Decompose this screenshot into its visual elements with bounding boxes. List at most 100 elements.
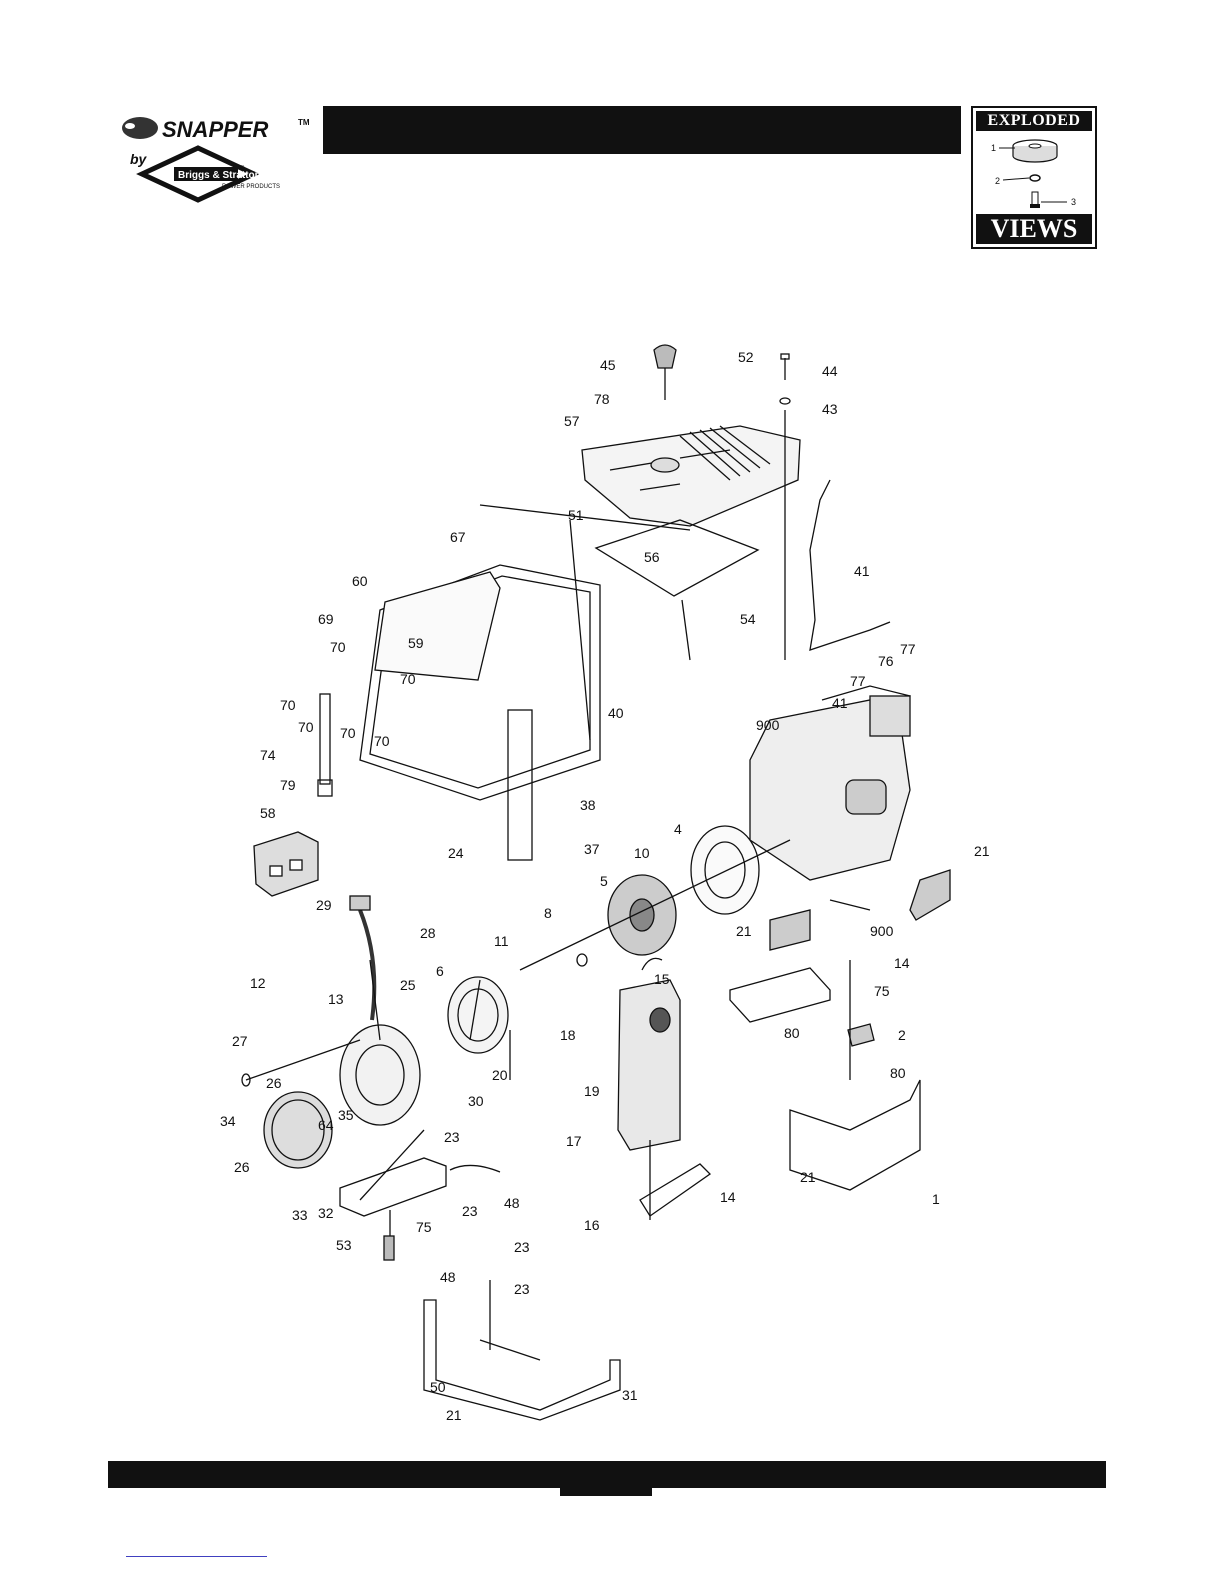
turtle-logo-icon	[122, 117, 158, 139]
stator-part	[447, 976, 509, 1054]
callout-c23a: 23	[444, 1129, 460, 1145]
callout-c8: 8	[544, 905, 552, 921]
callout-c52: 52	[738, 349, 754, 365]
muffler-part	[617, 979, 681, 1151]
fan-part	[690, 825, 760, 915]
callout-c23c: 23	[514, 1239, 530, 1255]
outlet-box-part	[253, 831, 319, 897]
callout-c56: 56	[644, 549, 660, 565]
callout-c4: 4	[674, 821, 682, 837]
frame-leg-left-part	[423, 1299, 621, 1421]
callout-c6: 6	[436, 963, 444, 979]
callout-c69: 69	[318, 611, 334, 627]
fuel-tank-part	[581, 425, 801, 527]
rotor-bolt-part	[519, 839, 791, 971]
callout-c900a: 900	[756, 717, 780, 733]
footer-link-underline[interactable]	[126, 1556, 267, 1557]
fuel-cap-part	[653, 344, 677, 369]
badge-mini-diagram: 1 2 3	[991, 139, 1076, 208]
callout-c2: 2	[898, 1027, 906, 1043]
callout-c70c: 70	[280, 697, 296, 713]
foot-part	[383, 1235, 395, 1261]
callout-c70b: 70	[400, 671, 416, 687]
callout-c45: 45	[600, 357, 616, 373]
badge-bottom-label: VIEWS	[976, 214, 1092, 244]
callout-c79: 79	[280, 777, 296, 793]
logo-graphic: SNAPPER TM by Briggs & Stratton ® POWER …	[122, 117, 310, 203]
callout-c19: 19	[584, 1083, 600, 1099]
maker-mark: ®	[240, 165, 245, 172]
support-plate-part	[507, 709, 533, 861]
engine-mount-part	[769, 909, 811, 951]
callout-c48a: 48	[504, 1195, 520, 1211]
rear-cover-part	[263, 1091, 333, 1169]
callout-c18: 18	[560, 1027, 576, 1043]
badge-callout-2: 2	[995, 176, 1000, 186]
callout-c31: 31	[622, 1387, 638, 1403]
callout-c78: 78	[594, 391, 610, 407]
rear-housing-part	[339, 1024, 421, 1126]
frame-leg-right-part	[789, 1079, 921, 1191]
callout-c75a: 75	[874, 983, 890, 999]
diagram-parts	[241, 344, 951, 1421]
callout-c80b: 80	[890, 1065, 906, 1081]
turtle-eye-icon	[125, 123, 135, 129]
callout-c16: 16	[584, 1217, 600, 1233]
callout-c41a: 41	[854, 563, 870, 579]
callout-c13: 13	[328, 991, 344, 1007]
callout-c40: 40	[608, 705, 624, 721]
callout-c64: 64	[318, 1117, 334, 1133]
callout-c21d: 21	[446, 1407, 462, 1423]
callout-c58: 58	[260, 805, 276, 821]
callout-c70f: 70	[374, 733, 390, 749]
footer-page-tab	[560, 1466, 652, 1496]
callout-c23d: 23	[514, 1281, 530, 1297]
callout-c1: 1	[932, 1191, 940, 1207]
callout-c67: 67	[450, 529, 466, 545]
callout-c43: 43	[822, 401, 838, 417]
callout-c51: 51	[568, 507, 584, 523]
maker-name: Briggs & Stratton	[178, 170, 261, 181]
callout-c32: 32	[318, 1205, 334, 1221]
callout-c59: 59	[408, 635, 424, 651]
callout-c24: 24	[448, 845, 464, 861]
callout-c10: 10	[634, 845, 650, 861]
briggs-diamond-icon	[136, 145, 260, 203]
snapper-briggs-logo: SNAPPER TM by Briggs & Stratton ® POWER …	[118, 112, 318, 208]
badge-top-label: EXPLODED	[976, 111, 1092, 131]
callout-c23b: 23	[462, 1203, 478, 1219]
control-panel-part	[374, 571, 501, 681]
brand-name: SNAPPER	[162, 117, 268, 142]
callout-c48b: 48	[440, 1269, 456, 1285]
exploded-views-badge: EXPLODED 1 2 3 VIEWS	[971, 106, 1097, 249]
callout-c20: 20	[492, 1067, 508, 1083]
callout-c30: 30	[468, 1093, 484, 1109]
callout-c75b: 75	[416, 1219, 432, 1235]
callout-c34: 34	[220, 1113, 236, 1129]
heat-shield-lower-part	[639, 1163, 712, 1217]
callout-c12: 12	[250, 975, 266, 991]
callout-c14b: 14	[720, 1189, 736, 1205]
heat-shield-upper-part	[909, 869, 951, 921]
callout-c80a: 80	[784, 1025, 800, 1041]
callout-c11: 11	[494, 933, 509, 949]
callout-c17: 17	[566, 1133, 582, 1149]
callout-c21c: 21	[800, 1169, 816, 1185]
callout-c70e: 70	[340, 725, 356, 741]
callout-c54: 54	[740, 611, 756, 627]
callout-c5: 5	[600, 873, 608, 889]
callout-c50: 50	[430, 1379, 446, 1395]
callout-c21a: 21	[974, 843, 990, 859]
callout-c28: 28	[420, 925, 436, 941]
callout-c25: 25	[400, 977, 416, 993]
callout-c77b: 77	[850, 673, 866, 689]
callout-c76: 76	[878, 653, 894, 669]
callout-c35: 35	[338, 1107, 354, 1123]
callout-c26a: 26	[266, 1075, 282, 1091]
badge-callout-3: 3	[1071, 197, 1076, 207]
by-text: by	[130, 151, 148, 167]
callout-c29: 29	[316, 897, 332, 913]
callout-c14a: 14	[894, 955, 910, 971]
